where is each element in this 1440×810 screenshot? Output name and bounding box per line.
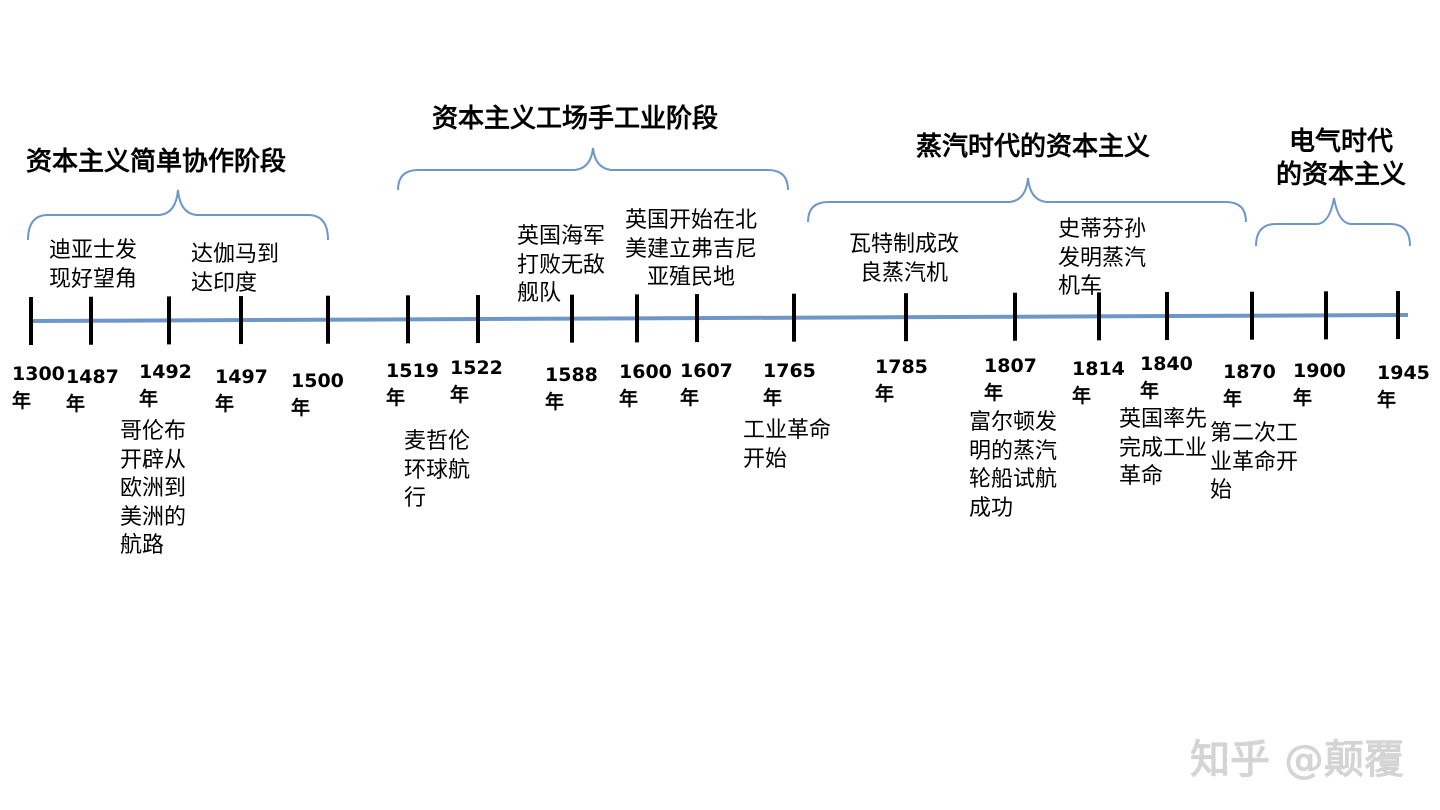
year-label-1807: 1807 年: [984, 355, 1037, 404]
stage-label-simple-cooperation: 资本主义简单协作阶段: [26, 147, 287, 177]
year-label-1588: 1588 年: [545, 364, 598, 413]
year-label-1497: 1497 年: [215, 366, 268, 415]
event-label-1607: 英国开始在北 美建立弗吉尼 亚殖民地: [625, 208, 758, 291]
stage-label-manufacture: 资本主义工场手工业阶段: [432, 104, 719, 134]
event-label-1497: 达伽马到 达印度: [191, 242, 280, 296]
year-label-1765: 1765 年: [763, 360, 816, 409]
year-label-1945: 1945 年: [1377, 362, 1430, 411]
event-label-1840: 英国率先 完成工业 革命: [1119, 407, 1208, 490]
year-label-1870: 1870 年: [1223, 361, 1276, 410]
year-label-1600: 1600 年: [619, 361, 672, 410]
timeline-ticks: [29, 291, 1400, 345]
event-label-1807: 富尔顿发 明的蒸汽 轮船试航 成功: [969, 410, 1058, 521]
event-label-1785: 瓦特制成改 良蒸汽机: [849, 232, 960, 286]
event-label-1487: 迪亚士发 现好望角: [49, 238, 138, 292]
watermark: 知乎 @颠覆: [1190, 737, 1404, 783]
stage-label-electric-age: 电气时代 的资本主义: [1276, 127, 1407, 190]
year-label-1522: 1522 年: [450, 357, 503, 406]
year-label-1840: 1840 年: [1140, 353, 1193, 402]
brace-stage-3: [807, 177, 1247, 223]
event-label-1588: 英国海军 打败无敌 舰队: [517, 224, 606, 307]
brace-stage-1: [27, 189, 329, 241]
year-label-1487: 1487 年: [66, 366, 119, 415]
year-label-1607: 1607 年: [680, 360, 733, 409]
event-label-1814: 史蒂芬孙 发明蒸汽 机车: [1058, 217, 1147, 300]
stage-label-steam-age: 蒸汽时代的资本主义: [916, 132, 1151, 162]
event-label-1870: 第二次工 业革命开 始: [1210, 421, 1299, 504]
event-label-1765: 工业革命 开始: [743, 418, 832, 472]
brace-stage-4: [1255, 197, 1411, 247]
stage-braces: [27, 147, 1411, 247]
event-label-1492: 哥伦布 开辟从 欧洲到 美洲的 航路: [120, 419, 187, 559]
year-label-1300: 1300 年: [12, 363, 65, 412]
year-label-1900: 1900 年: [1293, 360, 1346, 409]
event-label-1519: 麦哲伦 环球航 行: [404, 429, 471, 512]
brace-stage-2: [397, 147, 789, 191]
timeline-axis: [29, 313, 1409, 323]
year-label-1492: 1492 年: [139, 361, 192, 410]
year-label-1814: 1814 年: [1072, 358, 1125, 407]
year-label-1785: 1785 年: [875, 356, 928, 405]
year-label-1519: 1519 年: [386, 360, 439, 409]
year-label-1500: 1500 年: [291, 370, 344, 419]
